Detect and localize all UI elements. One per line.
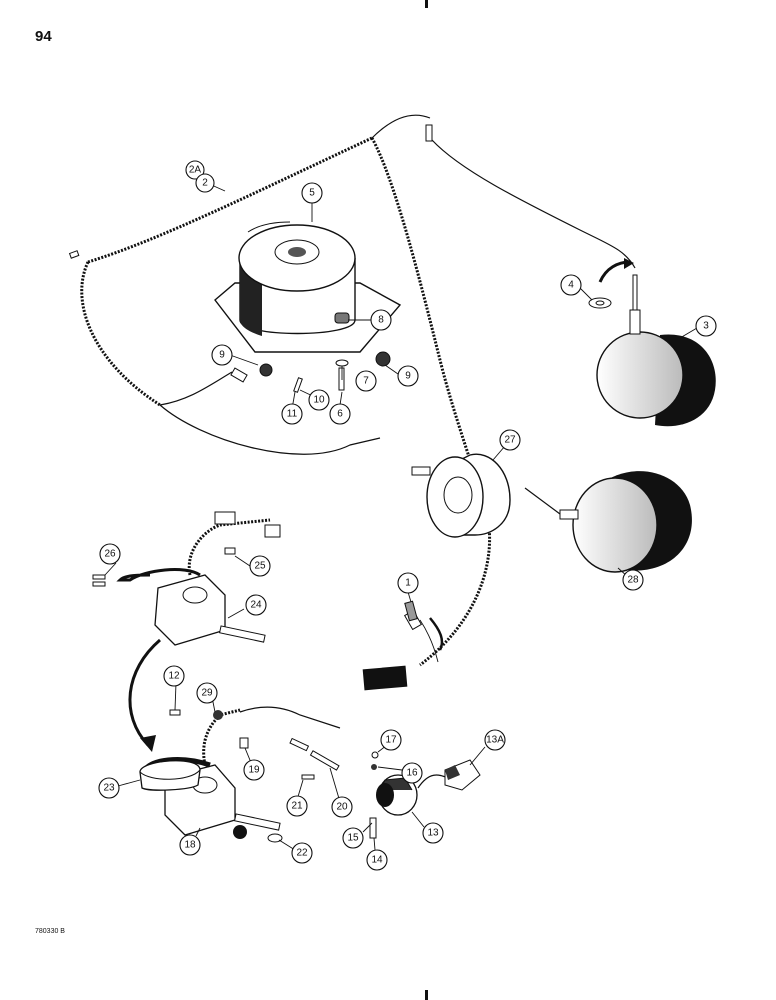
svg-text:7: 7 xyxy=(363,376,369,387)
callout-6: 6 xyxy=(329,403,351,425)
callout-21: 21 xyxy=(286,795,308,817)
callout-25: 25 xyxy=(249,555,271,577)
callout-1: 1 xyxy=(397,572,419,594)
assembly-arrowhead xyxy=(140,735,156,752)
callout-9-right: 9 xyxy=(397,365,419,387)
callout-26: 26 xyxy=(99,543,121,565)
ball-lamp xyxy=(588,258,716,427)
callout-7: 7 xyxy=(355,370,377,392)
callout-4: 4 xyxy=(560,274,582,296)
harness-connector xyxy=(362,609,444,691)
callout-14: 14 xyxy=(366,849,388,871)
callout-29: 29 xyxy=(196,682,218,704)
callout-18: 18 xyxy=(179,834,201,856)
svg-text:6: 6 xyxy=(337,409,343,420)
callout-19: 19 xyxy=(243,759,265,781)
svg-text:11: 11 xyxy=(287,409,298,420)
svg-text:13A: 13A xyxy=(486,735,504,746)
drawing-code: 780330 B xyxy=(35,928,65,935)
callout-28: 28 xyxy=(622,569,644,591)
page-number: 94 xyxy=(35,28,52,45)
svg-text:22: 22 xyxy=(296,848,308,859)
assembly-arrow xyxy=(128,638,161,747)
callout-8: 8 xyxy=(370,309,392,331)
svg-text:29: 29 xyxy=(201,688,213,699)
callout-13A: 13A xyxy=(484,729,506,751)
svg-text:18: 18 xyxy=(184,840,196,851)
callout-27: 27 xyxy=(499,429,521,451)
svg-text:28: 28 xyxy=(627,575,639,586)
svg-text:2A: 2A xyxy=(189,165,202,176)
svg-text:2: 2 xyxy=(202,178,208,189)
callout-24: 24 xyxy=(245,594,267,616)
callout-22: 22 xyxy=(291,842,313,864)
callout-13: 13 xyxy=(422,822,444,844)
work-lamp-large xyxy=(524,471,692,573)
connector-pin xyxy=(404,600,418,622)
svg-text:15: 15 xyxy=(347,833,359,844)
svg-text:9: 9 xyxy=(405,371,411,382)
svg-text:27: 27 xyxy=(504,435,516,446)
svg-text:4: 4 xyxy=(568,280,574,291)
callout-17: 17 xyxy=(380,729,402,751)
svg-text:26: 26 xyxy=(104,549,116,560)
svg-text:23: 23 xyxy=(103,783,115,794)
bottom-center-mark xyxy=(425,990,428,1000)
svg-text:19: 19 xyxy=(248,765,260,776)
svg-text:20: 20 xyxy=(336,802,348,813)
svg-text:13: 13 xyxy=(427,828,439,839)
rotating-beacon xyxy=(214,221,402,393)
callout-5: 5 xyxy=(301,182,323,204)
flasher-unit xyxy=(369,751,481,839)
svg-text:25: 25 xyxy=(254,561,266,572)
callout-10: 10 xyxy=(308,389,330,411)
callout-11: 11 xyxy=(281,403,303,425)
svg-text:24: 24 xyxy=(250,600,262,611)
callout-20: 20 xyxy=(331,796,353,818)
svg-text:1: 1 xyxy=(405,578,411,589)
svg-text:10: 10 xyxy=(313,395,325,406)
svg-text:3: 3 xyxy=(703,321,709,332)
clamp-ring xyxy=(139,760,201,791)
svg-text:9: 9 xyxy=(219,350,225,361)
callout-2A: 2A xyxy=(185,160,205,180)
svg-text:12: 12 xyxy=(168,671,180,682)
svg-text:8: 8 xyxy=(378,315,384,326)
svg-text:14: 14 xyxy=(371,855,383,866)
callout-16: 16 xyxy=(401,762,423,784)
work-lamp-small xyxy=(411,453,511,538)
callout-15: 15 xyxy=(342,827,364,849)
callout-2: 2 xyxy=(195,173,215,193)
callout-12: 12 xyxy=(163,665,185,687)
callout-9-left: 9 xyxy=(211,344,233,366)
svg-text:17: 17 xyxy=(385,735,397,746)
callout-23: 23 xyxy=(98,777,120,799)
top-center-mark xyxy=(425,0,428,8)
svg-text:16: 16 xyxy=(406,768,418,779)
wiring-harness xyxy=(68,114,636,667)
callout-3: 3 xyxy=(695,315,717,337)
svg-text:5: 5 xyxy=(309,188,315,199)
switch-upper xyxy=(92,511,281,646)
svg-text:21: 21 xyxy=(291,801,303,812)
